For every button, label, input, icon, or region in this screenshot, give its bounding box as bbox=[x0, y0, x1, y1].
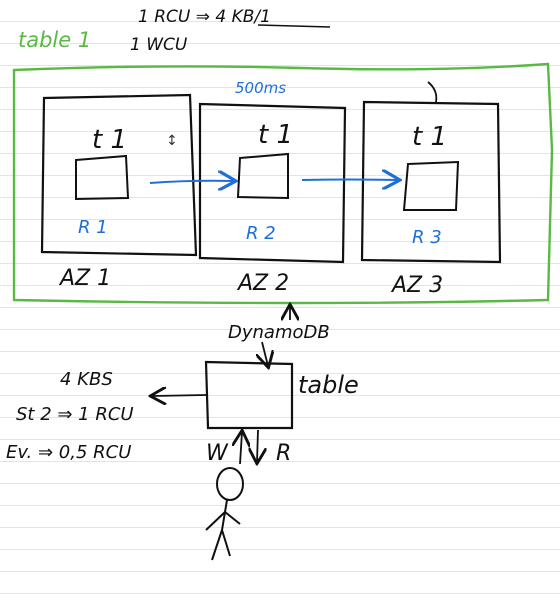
eventual-consistency-note: Ev. ⇒ 0,5 RCU bbox=[6, 442, 131, 463]
az1-table-label: t 1 bbox=[92, 125, 127, 155]
az3-table-label: t 1 bbox=[412, 122, 447, 152]
az1-storage-node bbox=[75, 154, 130, 201]
dynamodb-table-box bbox=[204, 360, 294, 430]
rcu-definition-note: 1 RCU ⇒ 4 KB/1 bbox=[138, 7, 271, 27]
read-label: R bbox=[276, 441, 291, 466]
dynamodb-label: DynamoDB bbox=[228, 322, 330, 343]
az2-table-label: t 1 bbox=[258, 120, 293, 150]
write-label: W bbox=[206, 441, 229, 466]
availability-zone-1-box bbox=[40, 93, 198, 257]
region-latency-label: 500ms bbox=[235, 79, 286, 97]
item-size-note: 4 KBS bbox=[60, 369, 113, 390]
replication-arrow-r2-r3 bbox=[301, 180, 398, 181]
table-to-notes-arrow bbox=[152, 395, 207, 396]
az3-storage-node bbox=[402, 160, 460, 211]
wcu-definition-note: 1 WCU bbox=[130, 35, 188, 55]
az2-label: AZ 2 bbox=[236, 271, 289, 296]
availability-zone-3-box bbox=[360, 100, 502, 264]
replica-2-label: R 2 bbox=[246, 223, 276, 244]
az1-label: AZ 1 bbox=[58, 266, 111, 291]
user-figure-icon bbox=[205, 467, 244, 561]
region-corner-mark bbox=[427, 81, 438, 103]
table-label-green: table 1 bbox=[18, 28, 91, 52]
write-arrow bbox=[240, 432, 242, 465]
az2-storage-node bbox=[236, 152, 289, 200]
cursor-icon: ↕ bbox=[166, 133, 178, 149]
replica-1-label: R 1 bbox=[78, 217, 108, 238]
rcu-note-underline bbox=[257, 24, 331, 28]
read-arrow bbox=[257, 429, 258, 462]
replication-arrow-r1-r2 bbox=[149, 181, 234, 183]
strong-consistency-note: St 2 ⇒ 1 RCU bbox=[16, 404, 134, 425]
az3-label: AZ 3 bbox=[390, 273, 443, 298]
dynamodb-label-arrow bbox=[262, 341, 268, 366]
replica-3-label: R 3 bbox=[412, 227, 442, 248]
region-boundary bbox=[12, 62, 554, 305]
dynamodb-table-label: table bbox=[298, 371, 359, 399]
availability-zone-2-box bbox=[198, 102, 347, 264]
